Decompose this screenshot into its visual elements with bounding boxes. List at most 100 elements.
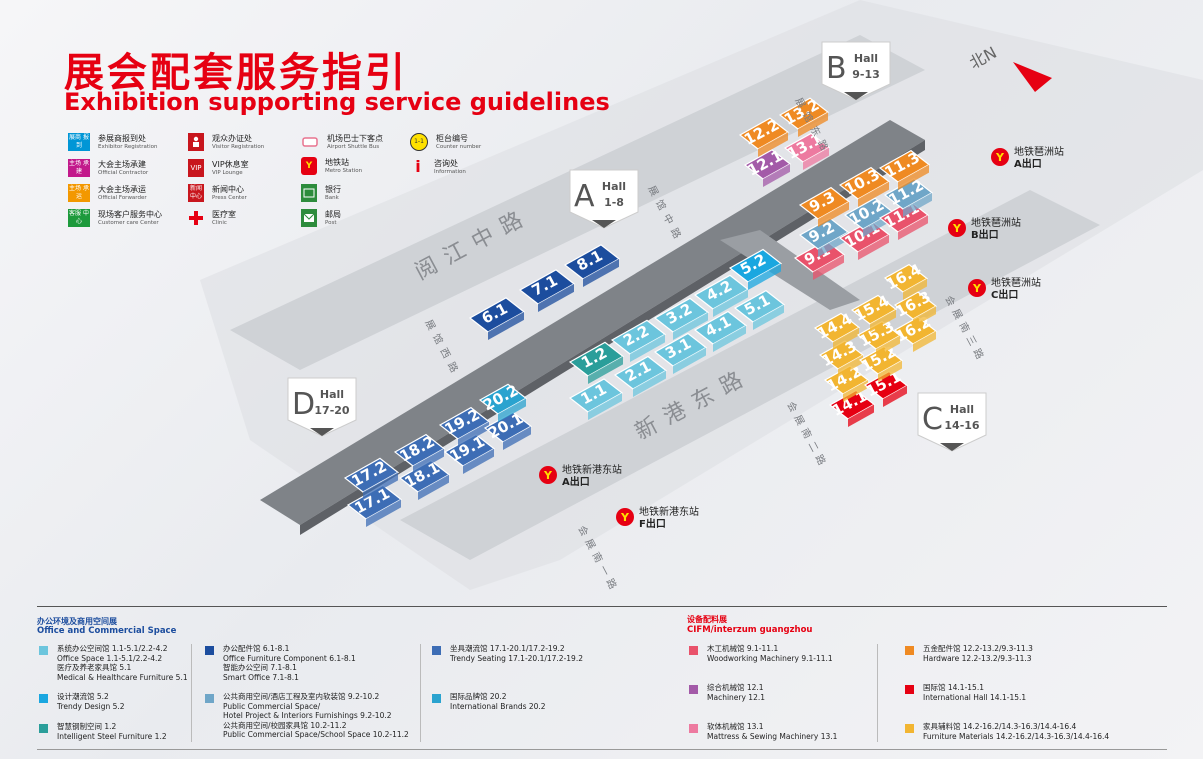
metro-exit-label: F出口: [639, 517, 666, 530]
hall-13-2[interactable]: 13.2: [778, 96, 830, 137]
vip-lounge-icon: VIP: [188, 159, 204, 177]
hall-20-2[interactable]: 20.2: [478, 381, 528, 422]
hall-badges: A Hall 1-8 B Hall 9-13C Hall 14-16 D Hall 17-20: [287, 41, 987, 452]
hall-badge-line2: 9-13: [852, 68, 880, 81]
hall-2-2[interactable]: 2.2: [610, 319, 667, 362]
hall-badge-letter: D: [292, 387, 315, 422]
bottom-legend: 办公环境及商用空间展 Office and Commercial Space 设…: [37, 606, 1167, 754]
hall-17-2[interactable]: 17.2: [343, 457, 400, 500]
hall-badge-line1: Hall: [854, 52, 878, 65]
metro-station-icon: [968, 279, 986, 297]
page-title-cn: 展会配套服务指引: [64, 50, 408, 96]
svg-text:Y: Y: [952, 222, 962, 235]
hall-3-2[interactable]: 3.2: [653, 297, 710, 340]
hall-badge-letter: B: [826, 51, 847, 86]
exhibitor-registration-icon: 展商 报到: [68, 133, 90, 151]
metro-station-icon: [539, 466, 557, 484]
metro-station-icon: [616, 508, 634, 526]
metro-station-name: 地铁琶洲站: [991, 276, 1041, 289]
hall-13-1[interactable]: 13.1: [783, 130, 831, 170]
bank-icon: [301, 184, 317, 202]
hall-badge-line1: Hall: [950, 403, 974, 416]
hall-badge-line2: 14-16: [944, 419, 980, 432]
visitor-registration-icon: [188, 133, 204, 151]
hall-badge-line1: Hall: [320, 388, 344, 401]
official-contractor-icon: 主场 承建: [68, 159, 90, 177]
hall-badge-line2: 17-20: [314, 404, 350, 417]
hall-2-1[interactable]: 2.1: [613, 355, 668, 397]
office-section-title-cn: 办公环境及商用空间展: [37, 617, 117, 626]
metro-station-name: 地铁新港东站: [639, 505, 699, 518]
press-center-icon: 新闻 中心: [188, 184, 204, 202]
metro-exit-label: A出口: [1014, 157, 1042, 170]
svg-text:Y: Y: [620, 511, 630, 524]
hall-15-3[interactable]: 15.3: [856, 317, 902, 357]
post-icon: [301, 209, 317, 227]
cifm-section-title-en: CIFM/interzum guangzhou: [687, 625, 813, 635]
metro-exit-label: A出口: [562, 475, 590, 488]
official-forwarder-icon: 主场 承运: [68, 184, 90, 202]
metro-exit-label: B出口: [971, 228, 999, 241]
hall-4-1[interactable]: 4.1: [693, 310, 748, 352]
counter-number-icon: 1-1: [410, 133, 428, 151]
office-section-title-en: Office and Commercial Space: [37, 626, 177, 636]
hall-badge-letter: C: [922, 402, 943, 437]
airport-shuttle-bus-icon: [301, 133, 319, 151]
north-arrow-icon: [1013, 62, 1052, 92]
hall-1-2[interactable]: 1.2: [568, 341, 625, 384]
hall-badge-letter: A: [574, 179, 595, 214]
hall-1-1[interactable]: 1.1: [568, 378, 624, 420]
svg-text:Y: Y: [995, 151, 1005, 164]
metro-station-name: 地铁琶洲站: [971, 216, 1021, 229]
hall-badge-line2: 1-8: [604, 196, 624, 209]
metro-station-icon: [948, 219, 966, 237]
hall-badge-a: A Hall 1-8: [569, 169, 639, 229]
information-icon: i: [415, 157, 421, 176]
hall-15-4[interactable]: 15.4: [850, 292, 898, 332]
hall-badge-b: B Hall 9-13: [821, 41, 891, 101]
hall-6-1[interactable]: 6.1: [468, 297, 526, 340]
metro-station-name: 地铁琶洲站: [1014, 145, 1064, 158]
clinic-icon: [188, 209, 204, 227]
hall-badge-line1: Hall: [602, 180, 626, 193]
road-label-huizhan-south2: 会展南二路: [784, 399, 831, 471]
metro-exit-label: C出口: [991, 288, 1018, 301]
hall-badge-d: D Hall 17-20: [287, 377, 357, 437]
metro-station-icon: [991, 148, 1009, 166]
svg-text:Y: Y: [543, 469, 553, 482]
cifm-section-title-cn: 设备配料展: [687, 615, 727, 624]
